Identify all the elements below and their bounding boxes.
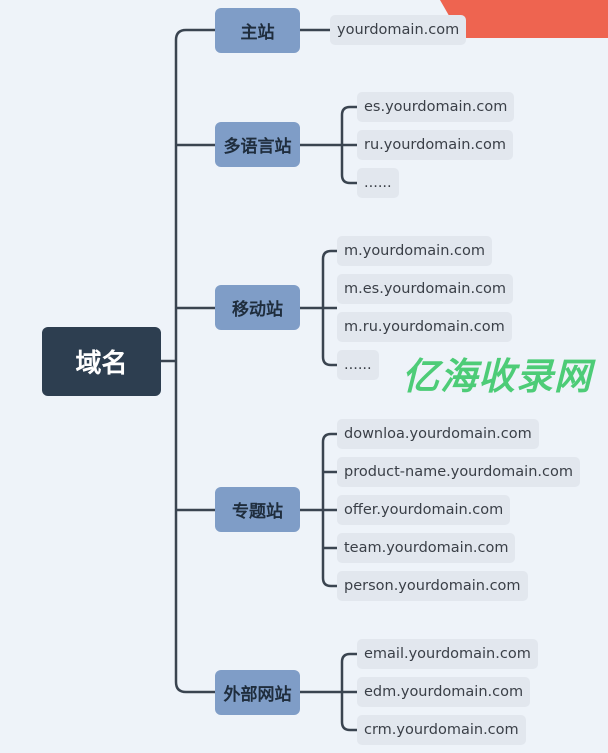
leaf-node: crm.yourdomain.com [357, 715, 526, 745]
leaf-node: person.yourdomain.com [337, 571, 528, 601]
leaf-node: ...... [337, 350, 379, 380]
root-node: 域名 [42, 327, 161, 396]
branch-node: 外部网站 [215, 670, 300, 715]
leaf-node: yourdomain.com [330, 15, 467, 45]
leaf-node: downloa.yourdomain.com [337, 419, 539, 449]
leaf-node: offer.yourdomain.com [337, 495, 511, 525]
leaf-node: team.yourdomain.com [337, 533, 516, 563]
leaf-node: ...... [357, 168, 399, 198]
leaf-node: ru.yourdomain.com [357, 130, 513, 160]
branch-node: 移动站 [215, 285, 300, 330]
watermark: 亿海收录网 [402, 355, 592, 398]
leaf-node: m.ru.yourdomain.com [337, 312, 512, 342]
leaf-node: edm.yourdomain.com [357, 677, 531, 707]
branch-node: 专题站 [215, 487, 300, 532]
leaf-node: email.yourdomain.com [357, 639, 538, 669]
branch-node: 主站 [215, 8, 300, 53]
leaf-node: product-name.yourdomain.com [337, 457, 580, 487]
leaf-node: m.yourdomain.com [337, 236, 492, 266]
branch-node: 多语言站 [215, 122, 300, 167]
leaf-node: es.yourdomain.com [357, 92, 515, 122]
corner-banner-decoration [440, 0, 608, 38]
leaf-node: m.es.yourdomain.com [337, 274, 514, 304]
